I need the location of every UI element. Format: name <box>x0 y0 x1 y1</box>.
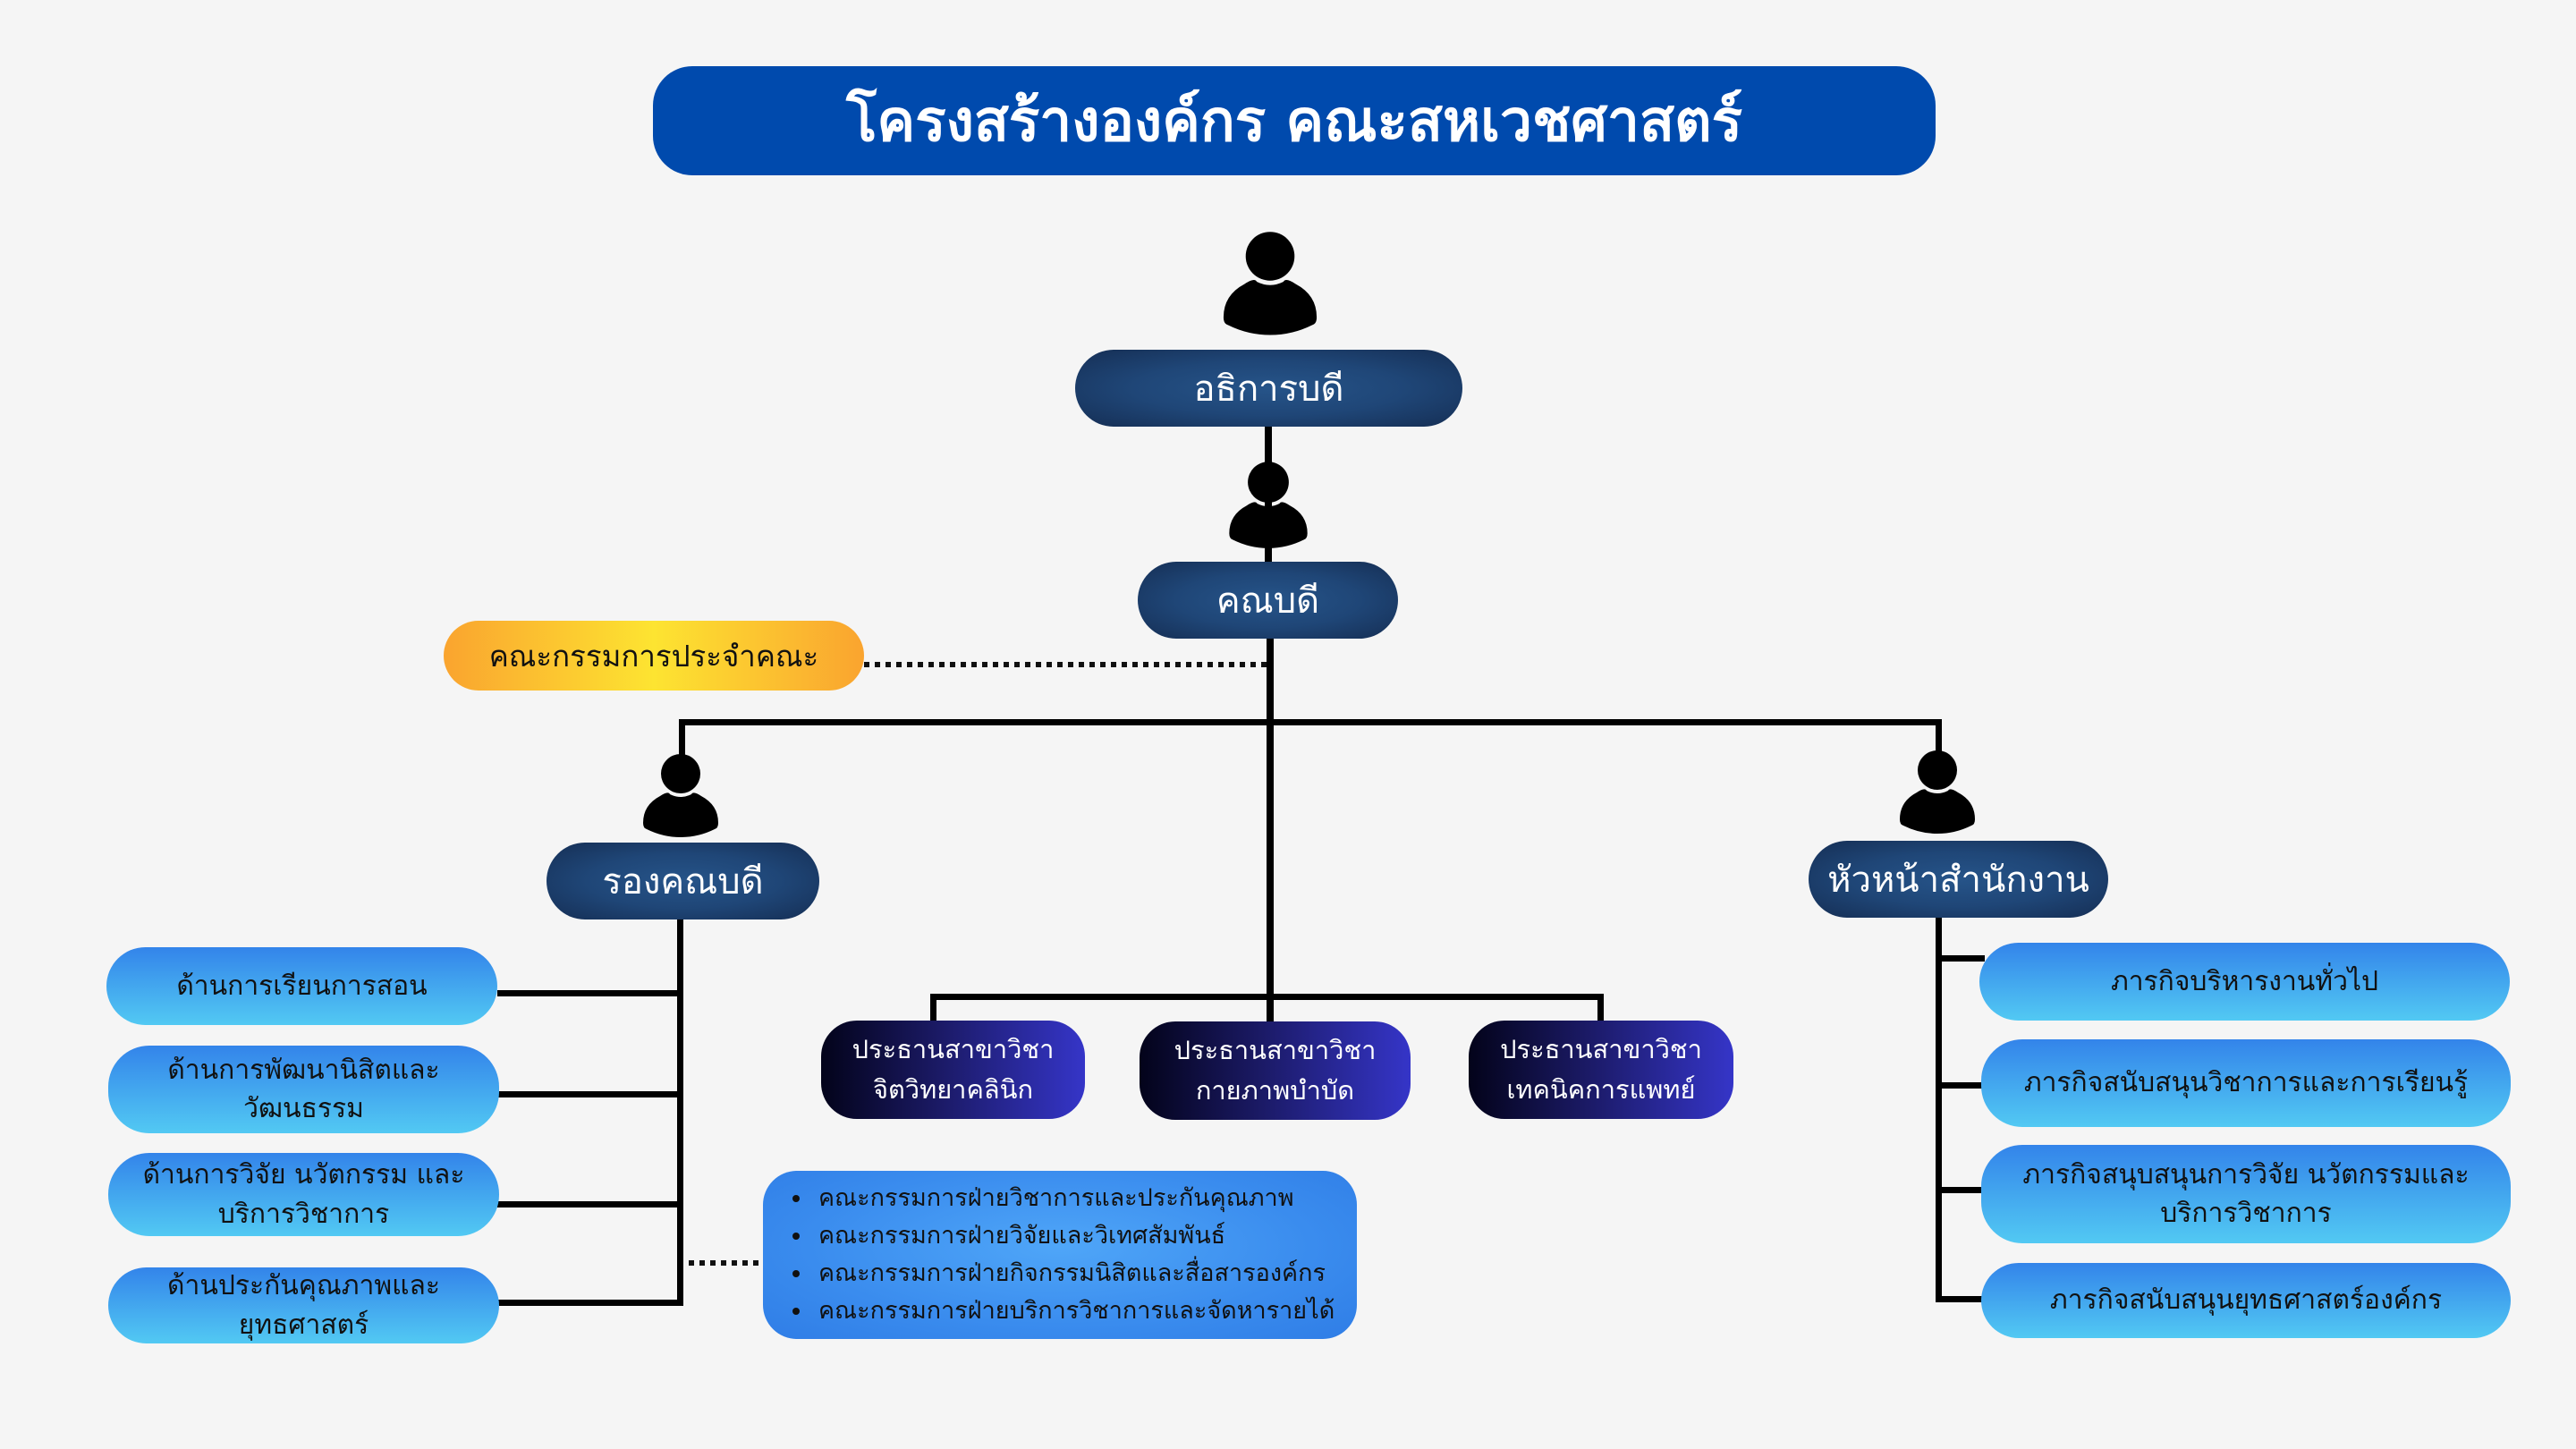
office-mission-1[interactable]: ภารกิจบริหารงานทั่วไป <box>1979 943 2510 1021</box>
person-icon <box>1215 224 1326 340</box>
node-faculty-committee[interactable]: คณะกรรมการประจำคณะ <box>444 621 864 691</box>
program-chair-name: จิตวิทยาคลินิก <box>872 1074 1034 1105</box>
connector-office-head-vertical <box>1936 916 1942 1302</box>
committee-item[interactable]: คณะกรรมการฝ่ายวิชาการและประกันคุณภาพ <box>813 1180 1335 1217</box>
office-mission-label: ภารกิจบริหารงานทั่วไป <box>2110 965 2379 997</box>
node-president[interactable]: อธิการบดี <box>1075 350 1462 427</box>
connector-area-2 <box>497 1091 681 1097</box>
person-icon <box>1893 741 1982 841</box>
program-chair-name: เทคนิคการแพทย์ <box>1506 1074 1696 1105</box>
node-dean-label: คณบดี <box>1216 580 1320 622</box>
page-title-text: โครงสร้างองค์กร คณะสหเวชศาสตร์ <box>846 89 1742 155</box>
office-mission-4[interactable]: ภารกิจสนับสนุนยุทธศาสตร์องค์กร <box>1981 1263 2511 1338</box>
vice-dean-area-2[interactable]: ด้านการพัฒนานิสิตและวัฒนธรรม <box>108 1046 499 1133</box>
vice-dean-area-label: ด้านการพัฒนานิสิตและวัฒนธรรม <box>167 1054 440 1125</box>
node-president-label: อธิการบดี <box>1193 369 1344 410</box>
connector-mission-4 <box>1936 1296 1985 1302</box>
node-vice-dean-label: รองคณบดี <box>602 861 764 902</box>
page-title: โครงสร้างองค์กร คณะสหเวชศาสตร์ <box>653 66 1936 175</box>
program-chair-1[interactable]: ประธานสาขาวิชา จิตวิทยาคลินิก <box>821 1021 1085 1119</box>
office-mission-label: ภารกิจสนับสนุนวิชาการและการเรียนรู้ <box>2023 1067 2469 1099</box>
connector-mission-2 <box>1936 1082 1985 1089</box>
dotted-connector-faculty-committee <box>864 662 1268 667</box>
program-chair-3[interactable]: ประธานสาขาวิชา เทคนิคการแพทย์ <box>1469 1021 1733 1119</box>
program-chair-title: ประธานสาขาวิชา <box>1500 1034 1702 1065</box>
program-chair-title: ประธานสาขาวิชา <box>1174 1035 1377 1066</box>
vice-dean-area-4[interactable]: ด้านประกันคุณภาพและยุทธศาสตร์ <box>108 1267 499 1343</box>
connector-mission-1 <box>1936 955 1985 962</box>
connector-vice-dean-vertical <box>677 918 683 1306</box>
program-chair-2[interactable]: ประธานสาขาวิชา กายภาพบำบัด <box>1140 1021 1411 1120</box>
node-vice-dean[interactable]: รองคณบดี <box>547 843 819 919</box>
node-dean[interactable]: คณบดี <box>1138 562 1398 639</box>
person-icon <box>1222 452 1315 555</box>
node-faculty-committee-label: คณะกรรมการประจำคณะ <box>488 638 819 674</box>
node-office-head-label: หัวหน้าสำนักงาน <box>1827 860 2089 901</box>
program-chair-title: ประธานสาขาวิชา <box>852 1034 1055 1065</box>
office-mission-label: ภารกิจสนับสนุนยุทธศาสตร์องค์กร <box>2049 1284 2443 1317</box>
committee-item[interactable]: คณะกรรมการฝ่ายบริการวิชาการและจัดหารายได… <box>813 1292 1335 1330</box>
node-office-head[interactable]: หัวหน้าสำนักงาน <box>1809 841 2108 918</box>
connector-programs-horizontal <box>930 994 1604 1000</box>
program-chair-name: กายภาพบำบัด <box>1195 1075 1355 1106</box>
connector-main-horizontal <box>679 719 1942 725</box>
committees-box: คณะกรรมการฝ่ายวิชาการและประกันคุณภาพ คณะ… <box>763 1171 1357 1339</box>
vice-dean-area-label: ด้านประกันคุณภาพและยุทธศาสตร์ <box>167 1270 440 1341</box>
person-icon <box>636 744 725 844</box>
connector-area-4 <box>497 1300 681 1306</box>
dotted-connector-committees <box>689 1260 764 1266</box>
connector-mission-3 <box>1936 1187 1985 1193</box>
connector-to-office-head <box>1936 719 1942 755</box>
committee-item[interactable]: คณะกรรมการฝ่ายกิจกรรมนิสิตและสื่อสารองค์… <box>813 1255 1335 1292</box>
connector-to-vice-dean <box>679 719 685 755</box>
connector-area-3 <box>497 1201 681 1208</box>
committees-list: คณะกรรมการฝ่ายวิชาการและประกันคุณภาพ คณะ… <box>788 1180 1335 1330</box>
committee-item[interactable]: คณะกรรมการฝ่ายวิจัยและวิเทศสัมพันธ์ <box>813 1217 1335 1255</box>
office-mission-3[interactable]: ภารกิจสนุบสนุนการวิจัย นวัตกรรมและบริการ… <box>1981 1145 2511 1243</box>
connector-area-1 <box>497 990 681 996</box>
connector-dean-trunk <box>1267 639 1274 1059</box>
office-mission-label: ภารกิจสนุบสนุนการวิจัย นวัตกรรมและบริการ… <box>2022 1158 2470 1230</box>
vice-dean-area-label: ด้านการวิจัย นวัตกรรม และบริการวิชาการ <box>142 1159 465 1230</box>
office-mission-2[interactable]: ภารกิจสนับสนุนวิชาการและการเรียนรู้ <box>1981 1039 2511 1127</box>
vice-dean-area-label: ด้านการเรียนการสอน <box>176 970 428 1002</box>
vice-dean-area-1[interactable]: ด้านการเรียนการสอน <box>106 947 497 1025</box>
vice-dean-area-3[interactable]: ด้านการวิจัย นวัตกรรม และบริการวิชาการ <box>108 1153 499 1236</box>
